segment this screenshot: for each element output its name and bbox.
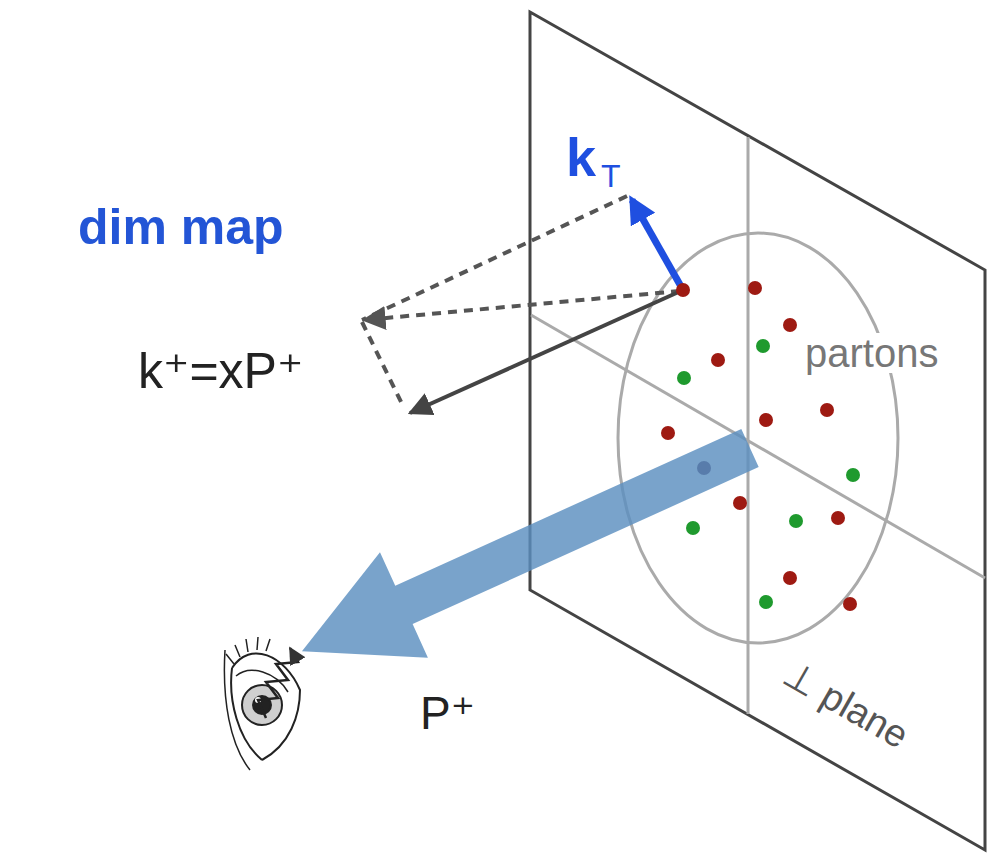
kt-symbol: k bbox=[566, 130, 596, 184]
kt-subscript: T bbox=[601, 160, 621, 192]
plane-label: ⊥ plane bbox=[777, 654, 915, 755]
parton-dots bbox=[661, 281, 860, 611]
hadron-momentum: P⁺ bbox=[420, 690, 475, 736]
parallelogram-outline bbox=[528, 8, 990, 854]
kt-vector bbox=[632, 200, 683, 290]
dashed-vector bbox=[364, 291, 680, 320]
dashed-line bbox=[362, 322, 404, 408]
partons-label: partons bbox=[802, 333, 941, 373]
dashed-line bbox=[362, 196, 627, 320]
momentum-vector bbox=[410, 290, 683, 413]
map-heading: dim map bbox=[78, 202, 284, 252]
hadron-momentum-arrow bbox=[278, 395, 774, 704]
momentum-fraction: k⁺=xP⁺ bbox=[136, 346, 305, 396]
photon-wave bbox=[258, 648, 298, 718]
plane-axis bbox=[747, 137, 750, 714]
eye-icon bbox=[224, 637, 300, 770]
transverse-plane: ⊥ plane partons bbox=[528, 8, 990, 854]
